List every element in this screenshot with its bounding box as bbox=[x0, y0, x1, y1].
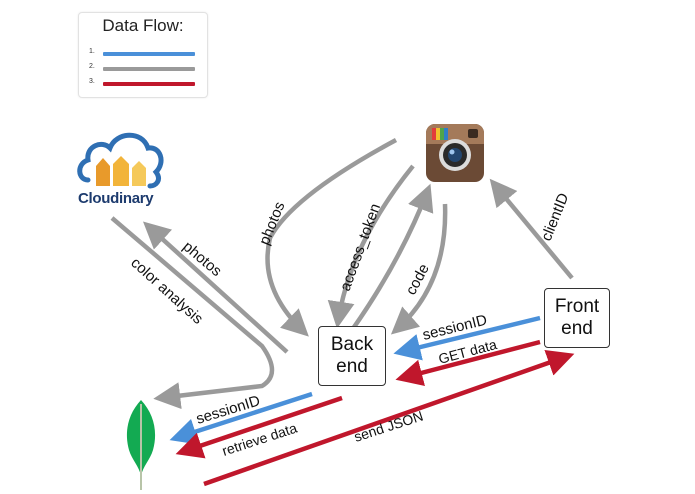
access-token-arrow bbox=[327, 164, 415, 329]
photos-to-cloudinary-arrow bbox=[142, 221, 289, 354]
code-arrow bbox=[390, 203, 448, 335]
frontend-node: Front end bbox=[544, 288, 610, 348]
label-access-token: access_token bbox=[337, 201, 384, 293]
photos-from-instagram-arrow bbox=[265, 138, 398, 337]
backend-label: Back end bbox=[330, 334, 374, 377]
legend-num: 1. bbox=[89, 48, 95, 55]
cloudinary-logo-icon bbox=[77, 132, 164, 189]
mongodb-leaf-icon bbox=[126, 400, 156, 490]
backend-to-instagram-arrow bbox=[350, 183, 434, 332]
sessionID-frontend-arrow bbox=[393, 315, 541, 361]
legend-item-1: 1. bbox=[89, 48, 199, 61]
send-json-arrow bbox=[203, 349, 575, 487]
retrieve-data-arrow bbox=[175, 395, 343, 459]
label-clientID: clientID bbox=[538, 191, 573, 244]
legend: Data Flow: 1. 2. 3. bbox=[78, 12, 208, 98]
clientID-arrow bbox=[489, 178, 574, 280]
get-data-arrow bbox=[395, 339, 541, 386]
legend-title: Data Flow: bbox=[102, 16, 184, 35]
legend-item-3: 3. bbox=[89, 78, 199, 91]
sessionID-mongo-arrow bbox=[169, 391, 313, 445]
legend-num: 3. bbox=[89, 78, 95, 85]
frontend-label: Front end bbox=[554, 296, 600, 339]
label-send-json: send JSON bbox=[352, 408, 425, 445]
legend-item-2: 2. bbox=[89, 63, 199, 76]
backend-node: Back end bbox=[318, 326, 386, 386]
legend-swatch bbox=[103, 82, 195, 86]
legend-num: 2. bbox=[89, 63, 95, 70]
label-photos-instagram: photos bbox=[256, 199, 289, 247]
cloudinary-label: Cloudinary bbox=[78, 190, 154, 207]
legend-swatch bbox=[103, 67, 195, 71]
color-analysis-arrow bbox=[110, 216, 275, 410]
legend-swatch bbox=[103, 52, 195, 56]
instagram-icon bbox=[426, 124, 484, 182]
